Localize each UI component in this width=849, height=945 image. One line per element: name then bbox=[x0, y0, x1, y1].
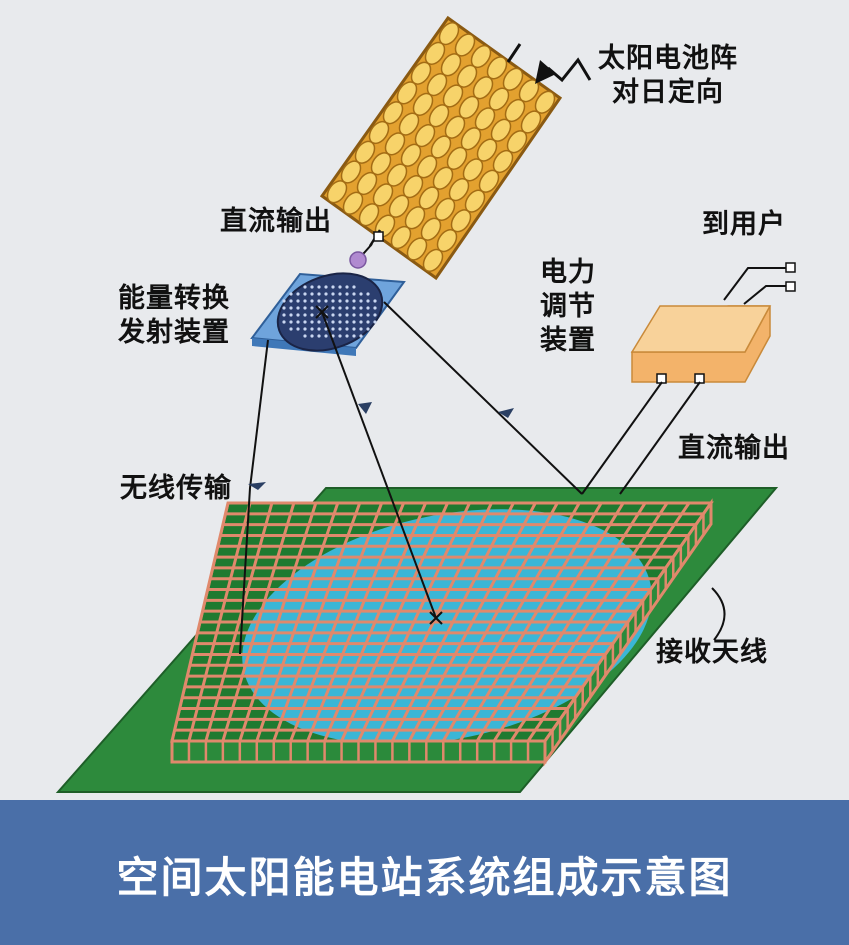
antenna-leader-line bbox=[711, 587, 726, 641]
beam-markers bbox=[248, 402, 514, 490]
sun-pointer-arrowhead bbox=[535, 60, 556, 84]
diagram-caption: 空间太阳能电站系统组成示意图 bbox=[116, 853, 733, 902]
connector-node bbox=[349, 251, 367, 269]
wireless-beams bbox=[239, 301, 583, 655]
user-wire-2 bbox=[743, 285, 788, 305]
power-regulator-box bbox=[630, 305, 772, 384]
solar-cells bbox=[326, 22, 556, 272]
label-power-regulator: 电力 调节 装置 bbox=[540, 257, 596, 356]
dc-line-2 bbox=[619, 381, 701, 495]
label-converter: 能量转换 发射装置 bbox=[118, 283, 230, 348]
label-dc-output-right: 直流输出 bbox=[678, 433, 790, 464]
label-dc-output-top: 直流输出 bbox=[220, 206, 332, 237]
label-to-user: 到用户 bbox=[702, 209, 786, 240]
user-wire-1 bbox=[723, 267, 788, 301]
dc-line-1 bbox=[581, 381, 663, 495]
receiving-antenna bbox=[55, 487, 779, 793]
emitter-dots bbox=[282, 285, 377, 338]
label-solar-array: 太阳电池阵 对日定向 bbox=[598, 43, 738, 108]
label-antenna: 接收天线 bbox=[656, 637, 768, 668]
label-wireless: 无线传输 bbox=[120, 473, 232, 504]
sun-pointer-line bbox=[547, 57, 592, 83]
diagram-canvas: 太阳电池阵 对日定向 直流输出 能量转换 发射装置 电力 调节 装置 到用户 直… bbox=[55, 15, 796, 793]
diagram-graphics bbox=[55, 15, 796, 793]
solar-array-panel bbox=[319, 15, 563, 281]
energy-emitter-plate bbox=[250, 272, 406, 356]
caption-bar: 空间太阳能电站系统组成示意图 bbox=[0, 800, 849, 945]
